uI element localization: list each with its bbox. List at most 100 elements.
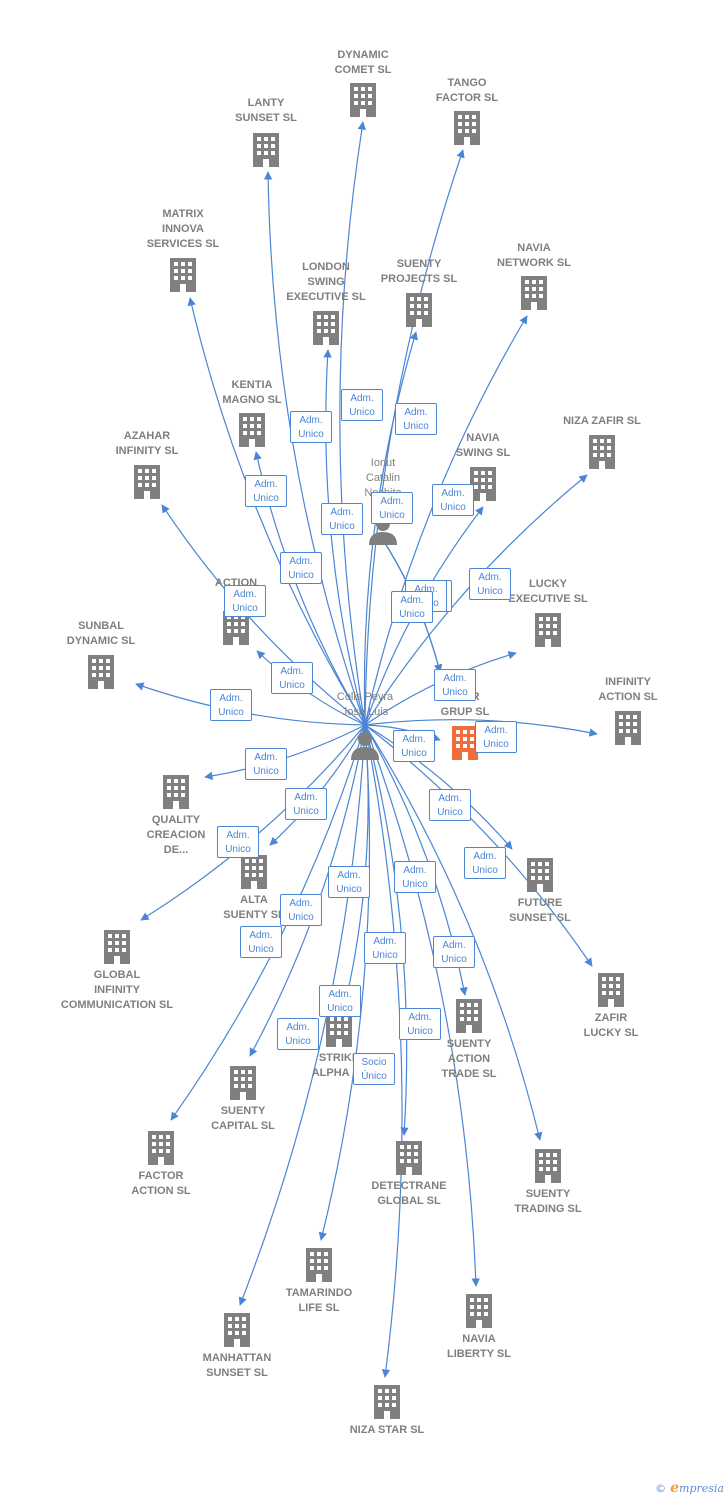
company-label-tamarindo[interactable]: TAMARINDO LIFE SL xyxy=(285,1287,353,1314)
edge-suenty_trading xyxy=(364,724,543,1141)
building-icon-dynamic_comet[interactable] xyxy=(350,83,376,117)
company-label-sunbal_dynamic[interactable]: SUNBAL DYNAMIC SL xyxy=(66,620,136,647)
relation-badge-future_sunset[interactable]: Adm. Unico xyxy=(429,789,471,821)
edge-global_infinity xyxy=(140,724,366,921)
company-label-alta_suenty[interactable]: ALTA SUENTY SL xyxy=(223,894,285,921)
edge-tamarindo xyxy=(318,724,371,1241)
building-icon-suenty_action[interactable] xyxy=(456,999,482,1033)
building-icon-matrix_innova[interactable] xyxy=(170,258,196,292)
relation-badge-infinity_action[interactable]: Adm. Unico xyxy=(475,721,517,753)
relation-badge-detectrane[interactable]: Adm. Unico xyxy=(364,932,406,964)
building-icon-sunbal_dynamic[interactable] xyxy=(88,655,114,689)
relation-badge-london_swing[interactable]: Adm. Unico xyxy=(321,503,363,535)
relation-badge-dynamic_comet[interactable]: Adm. Unico xyxy=(341,389,383,421)
relation-badge-kentia_magno[interactable]: Adm. Unico xyxy=(280,552,322,584)
company-label-factor_action[interactable]: FACTOR ACTION SL xyxy=(131,1170,191,1197)
building-icon-lanty_sunset[interactable] xyxy=(253,133,279,167)
relation-badge-global_infinity[interactable]: Adm. Unico xyxy=(217,826,259,858)
relation-badge-action_pr[interactable]: Adm. Unico xyxy=(271,662,313,694)
building-icon-kentia_magno[interactable] xyxy=(239,413,265,447)
relation-badge-star_grup[interactable]: Adm. Unico xyxy=(391,591,433,623)
building-icon-navia_network[interactable] xyxy=(521,276,547,310)
building-icon-future_sunset[interactable] xyxy=(527,858,553,892)
company-label-lucky_executive[interactable]: LUCKY EXECUTIVE SL xyxy=(508,578,588,605)
building-icon-detectrane[interactable] xyxy=(396,1141,422,1175)
company-label-navia_liberty[interactable]: NAVIA LIBERTY SL xyxy=(447,1333,511,1360)
building-icon-niza_star[interactable] xyxy=(374,1385,400,1419)
building-icon-manhattan[interactable] xyxy=(224,1313,250,1347)
relation-badge-star_grup[interactable]: Adm. Unico xyxy=(393,730,435,762)
center-person-label[interactable]: Colls Peyra Jose Luis xyxy=(336,691,394,718)
company-label-matrix_innova[interactable]: MATRIX INNOVA SERVICES SL xyxy=(146,208,220,250)
building-icon-zafir_lucky[interactable] xyxy=(598,973,624,1007)
relation-badge-quality_creacion[interactable]: Adm. Unico xyxy=(245,748,287,780)
building-icon-infinity_action[interactable] xyxy=(615,711,641,745)
building-icon-quality_creacion[interactable] xyxy=(163,775,189,809)
company-label-london_swing[interactable]: LONDON SWING EXECUTIVE SL xyxy=(286,261,366,303)
building-icon-azahar_infinity[interactable] xyxy=(134,465,160,499)
relation-badge-azahar_infinity[interactable]: Adm. Unico xyxy=(224,585,266,617)
company-label-zafir_lucky[interactable]: ZAFIR LUCKY SL xyxy=(583,1012,639,1039)
edge-niza_zafir xyxy=(364,474,588,726)
building-icon-suenty_trading[interactable] xyxy=(535,1149,561,1183)
building-icon-suenty_projects[interactable] xyxy=(406,293,432,327)
edge-alta_suenty xyxy=(269,724,366,846)
relation-badge-lanty_sunset[interactable]: Adm. Unico xyxy=(290,411,332,443)
company-label-future_sunset[interactable]: FUTURE SUNSET SL xyxy=(509,897,571,924)
building-icon-suenty_capital[interactable] xyxy=(230,1066,256,1100)
building-icon-tamarindo[interactable] xyxy=(306,1248,332,1282)
company-label-manhattan[interactable]: MANHATTAN SUNSET SL xyxy=(202,1352,272,1379)
relation-badge-navia_liberty[interactable]: Adm. Unico xyxy=(399,1008,441,1040)
company-label-quality_creacion[interactable]: QUALITY CREACION DE... xyxy=(146,814,206,856)
relation-badge-factor_action[interactable]: Adm. Unico xyxy=(240,926,282,958)
relation-badge-alta_suenty[interactable]: Adm. Unico xyxy=(285,788,327,820)
relation-badge-tamarindo[interactable]: Adm. Unico xyxy=(319,985,361,1017)
edge-detectrane xyxy=(364,724,409,1136)
company-label-niza_zafir[interactable]: NIZA ZAFIR SL xyxy=(563,415,641,427)
company-label-navia_network[interactable]: NAVIA NETWORK SL xyxy=(497,242,571,269)
relation-badge-suenty_trading[interactable]: Adm. Unico xyxy=(433,936,475,968)
edge-lanty_sunset xyxy=(263,171,366,726)
building-icon-strike_alpha[interactable] xyxy=(326,1013,352,1047)
company-label-niza_star[interactable]: NIZA STAR SL xyxy=(349,1424,425,1436)
building-icon-london_swing[interactable] xyxy=(313,311,339,345)
relation-badge-niza_zafir[interactable]: Adm. Unico xyxy=(469,568,511,600)
company-label-global_infinity[interactable]: GLOBAL INFINITY COMMUNICATION SL xyxy=(60,969,174,1011)
company-label-navia_swing[interactable]: NAVIA SWING SL xyxy=(455,432,511,459)
copyright-symbol: © xyxy=(655,1482,667,1495)
edge-navia_liberty xyxy=(364,724,480,1287)
building-icon-lucky_executive[interactable] xyxy=(535,613,561,647)
brand-name: mpresia xyxy=(679,1482,724,1495)
relation-badge-navia_network[interactable]: Adm. Unico xyxy=(432,484,474,516)
company-label-azahar_infinity[interactable]: AZAHAR INFINITY SL xyxy=(115,430,179,457)
company-label-suenty_action[interactable]: SUENTY ACTION TRADE SL xyxy=(441,1038,497,1080)
company-label-detectrane[interactable]: DETECTRANE GLOBAL SL xyxy=(371,1180,447,1207)
building-icon-navia_liberty[interactable] xyxy=(466,1294,492,1328)
company-label-dynamic_comet[interactable]: DYNAMIC COMET SL xyxy=(334,49,392,76)
building-icon-factor_action[interactable] xyxy=(148,1131,174,1165)
company-label-infinity_action[interactable]: INFINITY ACTION SL xyxy=(598,676,658,703)
company-label-kentia_magno[interactable]: KENTIA MAGNO SL xyxy=(222,379,282,406)
building-icon-global_infinity[interactable] xyxy=(104,930,130,964)
relation-badge-suenty_action[interactable]: Adm. Unico xyxy=(394,861,436,893)
relation-badge-suenty_projects[interactable]: Adm. Unico xyxy=(371,492,413,524)
relation-badge-lucky_executive[interactable]: Adm. Unico xyxy=(434,669,476,701)
company-label-suenty_projects[interactable]: SUENTY PROJECTS SL xyxy=(380,258,458,285)
company-label-suenty_capital[interactable]: SUENTY CAPITAL SL xyxy=(211,1105,275,1132)
relation-badge-manhattan[interactable]: Adm. Unico xyxy=(277,1018,319,1050)
relation-badge-strike_alpha[interactable]: Adm. Unico xyxy=(328,866,370,898)
company-label-suenty_trading[interactable]: SUENTY TRADING SL xyxy=(514,1188,582,1215)
edge-quality_creacion xyxy=(204,724,366,780)
relation-badge-sunbal_dynamic[interactable]: Adm. Unico xyxy=(210,689,252,721)
company-label-tango_factor[interactable]: TANGO FACTOR SL xyxy=(435,77,499,104)
building-icon-niza_zafir[interactable] xyxy=(589,435,615,469)
relation-badge-suenty_capital[interactable]: Adm. Unico xyxy=(280,894,322,926)
relation-badge-zafir_lucky[interactable]: Adm. Unico xyxy=(464,847,506,879)
relation-badge-niza_star[interactable]: Socio Único xyxy=(353,1053,395,1085)
empresia-logo[interactable]: ©empresia xyxy=(655,1480,724,1496)
building-icon-alta_suenty[interactable] xyxy=(241,855,267,889)
relation-badge-matrix_innova[interactable]: Adm. Unico xyxy=(245,475,287,507)
building-icon-tango_factor[interactable] xyxy=(454,111,480,145)
relation-badge-tango_factor[interactable]: Adm. Unico xyxy=(395,403,437,435)
company-label-lanty_sunset[interactable]: LANTY SUNSET SL xyxy=(235,97,297,124)
